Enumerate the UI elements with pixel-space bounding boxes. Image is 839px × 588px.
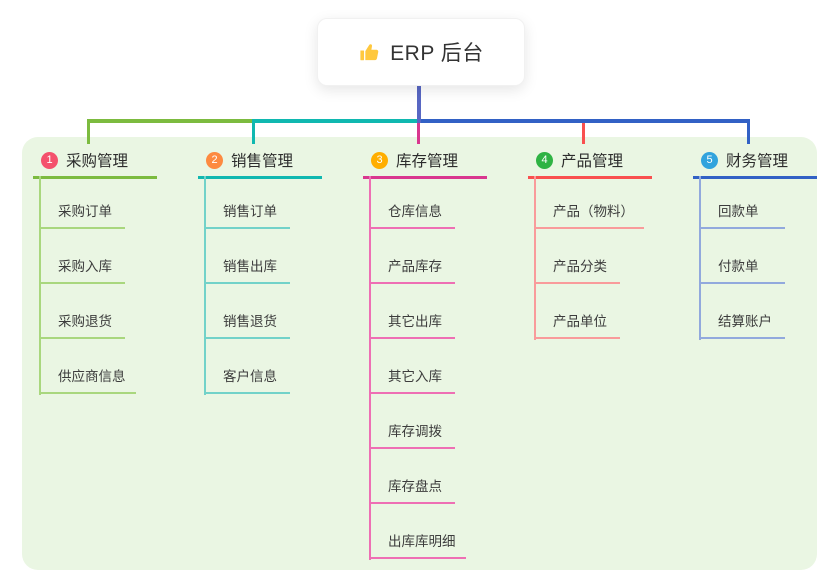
topic-badge: 2	[206, 151, 223, 169]
topic-badge: 4	[536, 151, 553, 169]
subtopic-node[interactable]: 产品（物料）	[534, 177, 644, 229]
subtopic-node[interactable]: 库存调拨	[369, 397, 455, 449]
subtopic-node[interactable]: 销售出库	[204, 232, 290, 284]
branch-connector-drop	[87, 119, 90, 144]
subtopic-node[interactable]: 其它入库	[369, 342, 455, 394]
subtopic-spine	[39, 176, 41, 395]
branch-connector-drop	[252, 119, 255, 144]
subtopic-spine	[369, 176, 371, 560]
branch-connector-horizontal	[417, 119, 750, 123]
subtopic-node[interactable]: 客户信息	[204, 342, 290, 394]
topic-badge: 5	[701, 151, 718, 169]
topic-label: 采购管理	[66, 153, 129, 170]
topic-badge: 1	[41, 151, 58, 169]
subtopic-spine	[699, 176, 701, 340]
subtopic-spine	[204, 176, 206, 395]
topic-label: 财务管理	[726, 153, 789, 170]
subtopic-node[interactable]: 仓库信息	[369, 177, 455, 229]
branch-connector-drop	[417, 119, 420, 144]
topic-label: 销售管理	[231, 153, 294, 170]
branch-connector-horizontal	[252, 119, 421, 123]
subtopic-node[interactable]: 产品单位	[534, 287, 620, 339]
subtopic-node[interactable]: 回款单	[699, 177, 785, 229]
root-connector	[417, 84, 421, 123]
subtopic-node[interactable]: 其它出库	[369, 287, 455, 339]
subtopic-node[interactable]: 产品库存	[369, 232, 455, 284]
topic-node[interactable]: 2 销售管理	[198, 144, 322, 179]
thumbs-up-icon	[358, 41, 380, 63]
topic-node[interactable]: 4 产品管理	[528, 144, 652, 179]
topic-label: 产品管理	[561, 153, 624, 170]
branch-connector-drop	[582, 119, 585, 144]
topic-node[interactable]: 1 采购管理	[33, 144, 157, 179]
subtopic-node[interactable]: 结算账户	[699, 287, 785, 339]
topic-node[interactable]: 3 库存管理	[363, 144, 487, 179]
root-node[interactable]: ERP 后台	[317, 18, 525, 86]
subtopic-node[interactable]: 产品分类	[534, 232, 620, 284]
topic-node[interactable]: 5 财务管理	[693, 144, 817, 179]
subtopic-node[interactable]: 供应商信息	[39, 342, 136, 394]
topic-badge: 3	[371, 151, 388, 169]
subtopic-node[interactable]: 销售退货	[204, 287, 290, 339]
branches-panel	[22, 137, 817, 570]
subtopic-node[interactable]: 库存盘点	[369, 452, 455, 504]
topic-label: 库存管理	[396, 153, 459, 170]
subtopic-node[interactable]: 付款单	[699, 232, 785, 284]
branch-connector-drop	[747, 119, 750, 144]
subtopic-node[interactable]: 销售订单	[204, 177, 290, 229]
subtopic-node[interactable]: 出库库明细	[369, 507, 466, 559]
subtopic-node[interactable]: 采购入库	[39, 232, 125, 284]
subtopic-node[interactable]: 采购订单	[39, 177, 125, 229]
subtopic-spine	[534, 176, 536, 340]
root-node-label: ERP 后台	[390, 42, 484, 65]
subtopic-node[interactable]: 采购退货	[39, 287, 125, 339]
